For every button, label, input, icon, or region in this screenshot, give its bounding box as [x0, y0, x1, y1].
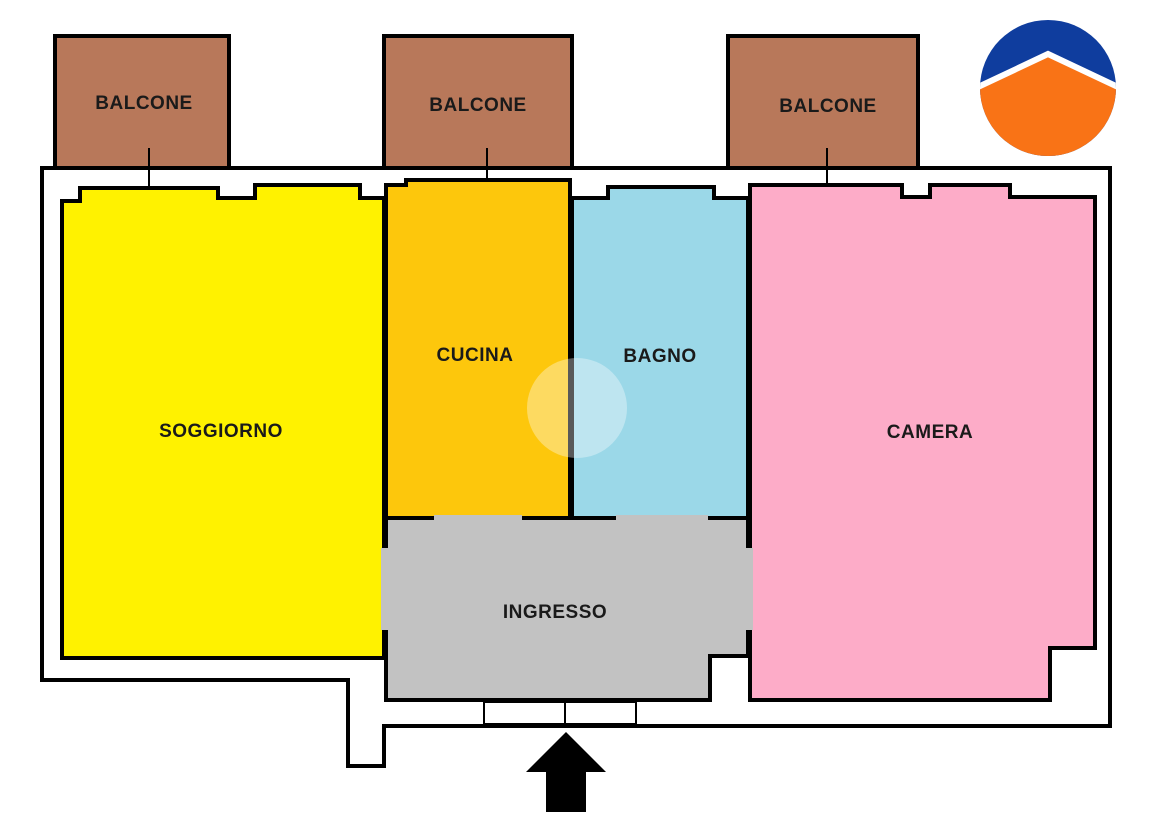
- balcony-left-area: [53, 34, 231, 170]
- balcony-center: BALCONE: [382, 34, 574, 202]
- house-roof-logo: [980, 20, 1116, 156]
- room-ingresso: [384, 516, 750, 702]
- balcony-center-label: BALCONE: [429, 95, 526, 116]
- room-bagno-label: BAGNO: [623, 346, 696, 367]
- room-camera: [748, 183, 1097, 702]
- entrance-arrow-icon: [526, 732, 606, 812]
- balcony-center-area: [382, 34, 574, 170]
- balcony-left-label: BALCONE: [95, 93, 192, 114]
- room-soggiorno-label: SOGGIORNO: [159, 421, 283, 442]
- room-camera-label: CAMERA: [887, 422, 973, 443]
- watermark-logo: [527, 358, 627, 458]
- balcony-right: BALCONE: [726, 34, 920, 202]
- door-openings: [381, 515, 753, 630]
- balcony-right-label: BALCONE: [779, 96, 876, 117]
- entrance-door: [483, 701, 637, 725]
- outer-wall: [40, 166, 1112, 768]
- room-cucina-label: CUCINA: [437, 345, 514, 366]
- balcony-left: BALCONE: [53, 34, 231, 202]
- balcony-right-area: [726, 34, 920, 170]
- room-ingresso-label: INGRESSO: [503, 602, 607, 623]
